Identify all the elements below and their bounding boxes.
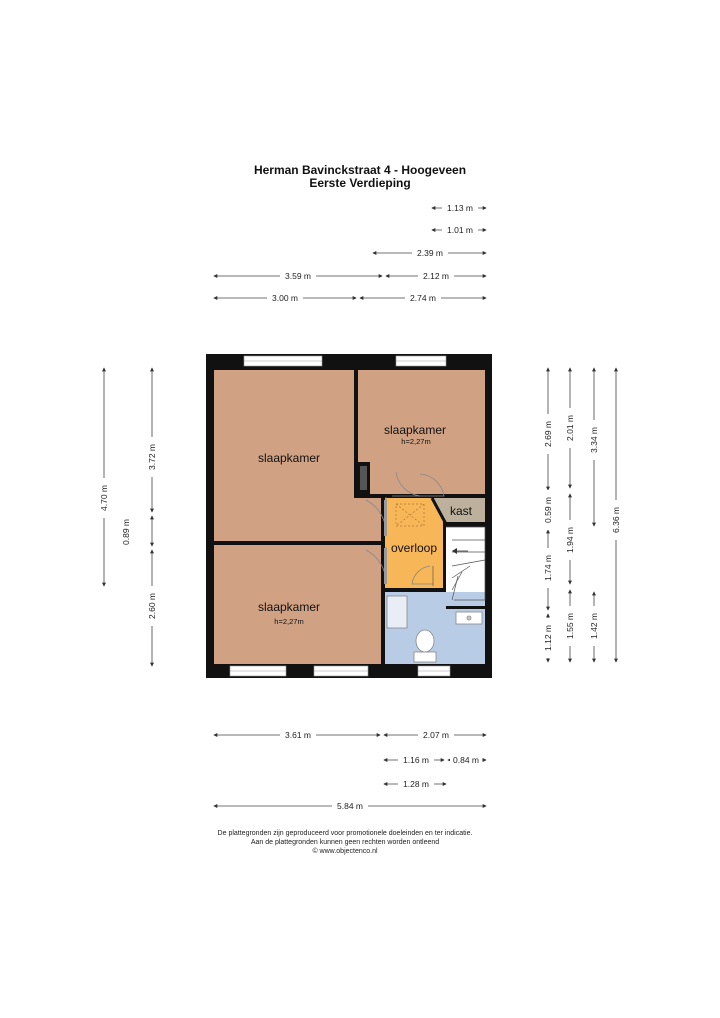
dim-label: 1.13 m [447, 203, 473, 213]
dim-label: 2.74 m [410, 293, 436, 303]
dim-label: 1.55 m [565, 613, 575, 639]
dim-label: 1.16 m [403, 755, 429, 765]
dim-label: 0.89 m [121, 519, 131, 545]
interior-wall [385, 588, 446, 592]
room-height-bedroom-right-top: h=2,27m [401, 437, 430, 446]
windows [229, 355, 451, 677]
dim-label: 3.00 m [272, 293, 298, 303]
dim-label: 0.59 m [543, 497, 553, 523]
plan-address-title: Herman Bavinckstraat 4 - Hoogeveen [253, 163, 467, 177]
dim-label: 2.60 m [147, 593, 157, 619]
interior-wall [381, 498, 385, 664]
bathroom-fixtures [386, 595, 483, 663]
room-label-bedroom-left-top: slaapkamer [258, 451, 320, 465]
door-swing [418, 473, 445, 497]
dim-label: 4.70 m [99, 485, 109, 511]
disclaimer-line-1: De plattegronden zijn geproduceerd voor … [217, 830, 473, 837]
dim-label: 1.28 m [403, 779, 429, 789]
dim-label: 2.07 m [423, 730, 449, 740]
dim-label: 1.01 m [447, 225, 473, 235]
room-bedroom-left-bottom [214, 545, 381, 664]
dim-label: 1.12 m [543, 625, 553, 651]
shower-tray [386, 595, 408, 629]
dim-label: 1.94 m [565, 527, 575, 553]
dim-label: 2.39 m [417, 248, 443, 258]
door-swing [411, 565, 433, 585]
dim-label: 3.72 m [147, 444, 157, 470]
closet-wall [430, 497, 448, 525]
dim-label: 5.84 m [337, 801, 363, 811]
room-height-bedroom-left-bottom: h=2,27m [274, 617, 303, 626]
chimney-flue [360, 466, 367, 490]
attic-hatch [395, 503, 425, 527]
dim-label: 1.74 m [543, 555, 553, 581]
interior-wall [354, 368, 358, 496]
room-bedroom-left-top-extension [354, 496, 386, 541]
toilet-bowl-icon [415, 629, 435, 653]
dim-label: 3.34 m [589, 427, 599, 453]
interior-wall [443, 522, 446, 592]
dim-label: 1.42 m [589, 613, 599, 639]
interior-wall [446, 606, 485, 609]
dim-label: 2.01 m [565, 415, 575, 441]
disclaimer-line-2: Aan de plattegronden kunnen geen rechten… [250, 839, 440, 846]
door-leaf [384, 548, 387, 584]
dim-label: 2.12 m [423, 271, 449, 281]
dim-label: 6.36 m [611, 507, 621, 533]
dim-label: 3.61 m [285, 730, 311, 740]
disclaimer-text: De plattegronden zijn geproduceerd voor … [0, 829, 690, 856]
room-label-closet: kast [450, 504, 473, 518]
plan-floor-title: Eerste Verdieping [309, 176, 411, 190]
stairs-arrow-icon [452, 548, 468, 554]
dim-label: 0.84 m [453, 755, 479, 765]
floor-plan: slaapkamer slaapkamer h=2,27m slaapkamer… [206, 354, 492, 678]
room-label-bedroom-left-bottom: slaapkamer [258, 600, 320, 614]
dim-label: 3.59 m [285, 271, 311, 281]
dimension-labels: 1.13 m 1.01 m 2.39 m 3.59 m 2.12 m 3.00 … [98, 202, 622, 811]
interior-wall [214, 541, 382, 545]
dim-label: 2.69 m [543, 421, 553, 447]
stairs [446, 526, 486, 601]
room-label-bedroom-right-top: slaapkamer [384, 423, 446, 437]
room-bedroom-right-top [358, 370, 485, 494]
room-label-landing: overloop [391, 541, 437, 555]
copyright-line: © www.objectenco.nl [312, 848, 378, 855]
interior-wall [446, 522, 485, 525]
room-closet [432, 498, 485, 522]
room-bedroom-left-top [214, 370, 354, 541]
door-leaf [384, 500, 387, 536]
toilet-tank [413, 651, 437, 663]
